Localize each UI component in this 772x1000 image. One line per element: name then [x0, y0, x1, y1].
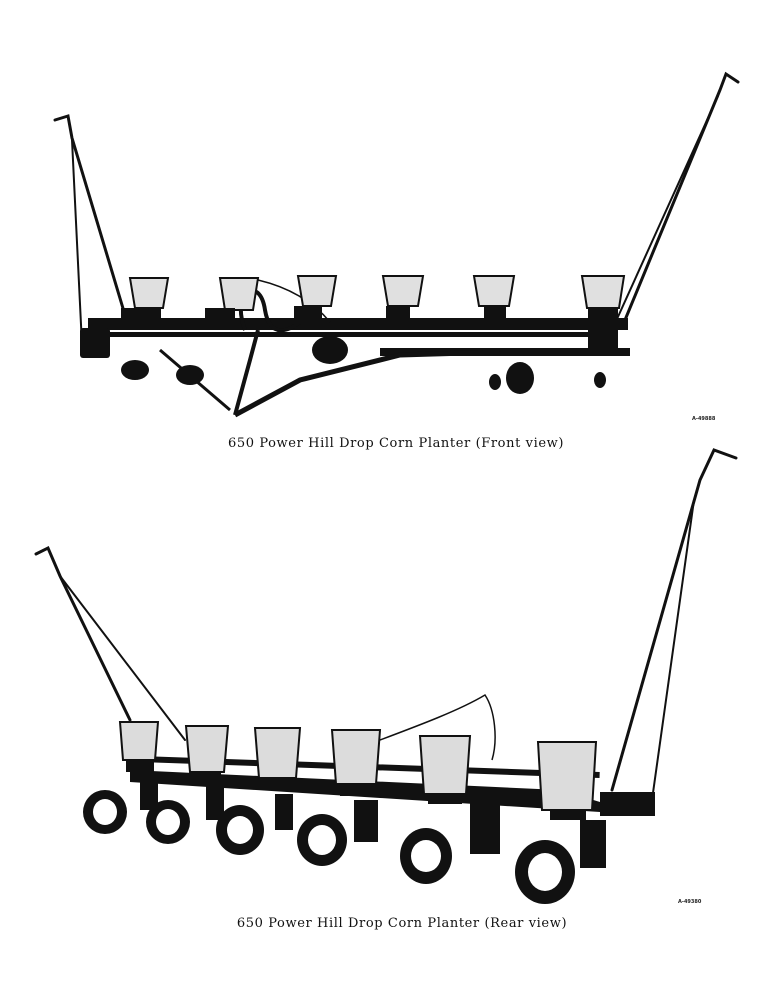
front-view-figure: A-49888 [0, 60, 772, 430]
drive-chain [379, 693, 496, 761]
right-marker-arm [611, 71, 740, 331]
left-marker-arm [53, 114, 127, 346]
front-view-photo [53, 71, 740, 418]
rear-view-photo [34, 448, 738, 904]
front-view-caption: 650 Power Hill Drop Corn Planter (Front … [227, 436, 565, 451]
hopper-3 [294, 275, 338, 324]
hitch [159, 279, 501, 418]
right-marker-arm [610, 448, 738, 801]
rear-view-figure: A-49380 [0, 440, 772, 910]
wheel-1 [83, 790, 127, 834]
front-wheels [121, 336, 606, 394]
hopper-2 [184, 725, 230, 784]
hopper-5 [418, 735, 472, 804]
rear-view-caption: 650 Power Hill Drop Corn Planter (Rear v… [236, 916, 568, 931]
drop-units [140, 780, 606, 868]
press-wheels [83, 790, 575, 904]
hopper-2 [205, 277, 260, 326]
hopper-4 [381, 275, 425, 324]
hopper-3 [253, 727, 302, 790]
hopper-5 [472, 275, 516, 324]
wheel-6 [515, 840, 575, 904]
negative-number: A-49380 [678, 899, 702, 905]
wheel-4 [297, 814, 347, 866]
hopper-6 [536, 741, 598, 820]
hopper-1 [121, 277, 170, 326]
left-marker-arm [34, 545, 186, 741]
wheel-2 [146, 800, 190, 844]
front-hoppers [121, 275, 626, 348]
wheel-3 [216, 805, 264, 855]
hopper-6 [580, 275, 626, 348]
hopper-4 [330, 729, 382, 796]
rear-hoppers [118, 721, 598, 820]
hopper-1 [118, 721, 160, 772]
negative-number: A-49888 [692, 416, 716, 422]
wheel-5 [400, 828, 452, 884]
